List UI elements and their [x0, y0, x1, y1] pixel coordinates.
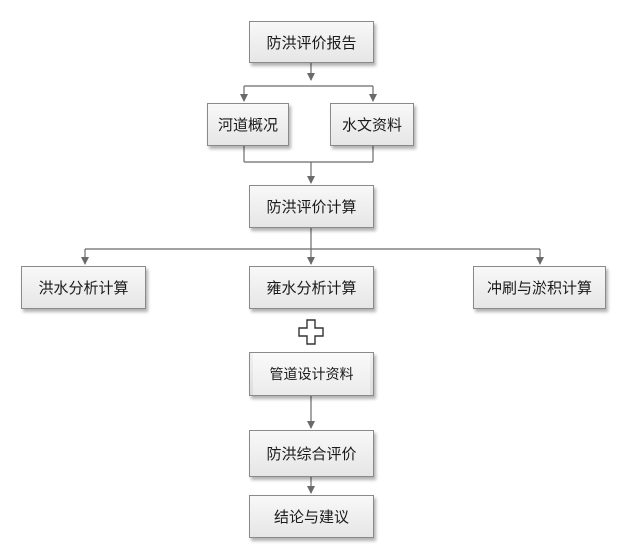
node-label: 防洪综合评价 [266, 445, 357, 463]
node-label: 河道概况 [217, 116, 278, 134]
node-flood-analysis-calc[interactable]: 洪水分析计算 [21, 266, 146, 309]
crosshair-move-cursor-icon [298, 319, 324, 345]
node-overall-flood-evaluation[interactable]: 防洪综合评价 [249, 430, 374, 477]
node-label: 洪水分析计算 [38, 279, 129, 297]
node-label: 结论与建议 [273, 508, 349, 526]
node-conclusion-suggestion[interactable]: 结论与建议 [249, 495, 374, 538]
node-label: 水文资料 [341, 116, 402, 134]
node-pipeline-design-data[interactable]: 管道设计资料 [249, 352, 374, 396]
node-hydrology-data[interactable]: 水文资料 [330, 103, 414, 146]
node-inner-panel: 管道设计资料 [253, 353, 370, 395]
node-river-overview[interactable]: 河道概况 [207, 103, 289, 146]
node-label: 管道设计资料 [269, 367, 354, 383]
node-label: 防洪评价计算 [266, 198, 357, 216]
node-backwater-analysis-calc[interactable]: 雍水分析计算 [249, 266, 374, 309]
node-label: 冲刷与淤积计算 [486, 279, 592, 297]
node-flood-evaluation-calc[interactable]: 防洪评价计算 [249, 185, 374, 228]
node-label: 防洪评价报告 [266, 33, 357, 52]
node-label: 雍水分析计算 [266, 279, 357, 297]
node-scour-deposition-calc[interactable]: 冲刷与淤积计算 [473, 266, 606, 309]
node-flood-evaluation-report[interactable]: 防洪评价报告 [249, 21, 374, 63]
